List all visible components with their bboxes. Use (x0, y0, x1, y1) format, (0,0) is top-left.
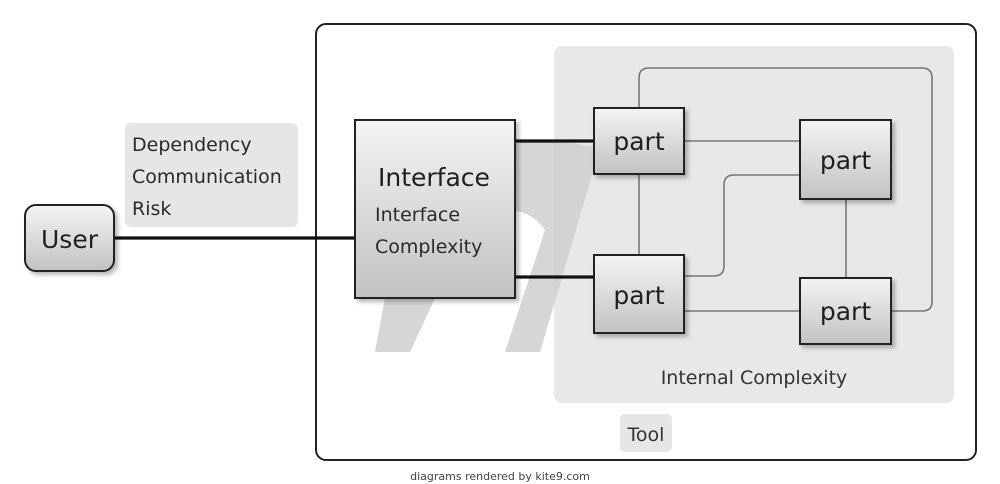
part-node-bottom-left[interactable]: part (593, 254, 685, 334)
part-label: part (613, 281, 664, 310)
user-label: User (41, 225, 99, 254)
internal-connectors (638, 67, 933, 312)
link-label-line-2: Communication (132, 166, 282, 188)
primary-connectors (114, 139, 594, 279)
interface-subtitle-line-1: Interface (375, 204, 460, 226)
user-node[interactable]: User (24, 204, 115, 272)
link-label-line-3: Risk (132, 198, 171, 220)
interface-node[interactable]: Interface Interface Complexity (354, 119, 516, 299)
part-label: part (820, 297, 871, 326)
link-label-box (125, 123, 298, 227)
credit-text: diagrams rendered by kite9.com (410, 470, 590, 483)
tool-label: Tool (627, 424, 665, 446)
connector-tl-outer-loop (638, 67, 933, 312)
part-node-bottom-right[interactable]: part (799, 277, 892, 345)
internal-complexity-label: Internal Complexity (661, 367, 848, 389)
connector-bl-tr (684, 174, 800, 277)
part-node-top-right[interactable]: part (799, 119, 892, 200)
part-label: part (613, 127, 664, 156)
tool-label-box (620, 414, 672, 452)
part-node-top-left[interactable]: part (593, 107, 685, 175)
part-label: part (820, 146, 871, 175)
internal-complexity-panel (554, 46, 954, 403)
link-label-line-1: Dependency (132, 134, 252, 156)
interface-title: Interface (378, 163, 490, 192)
interface-subtitle-line-2: Complexity (375, 236, 482, 258)
